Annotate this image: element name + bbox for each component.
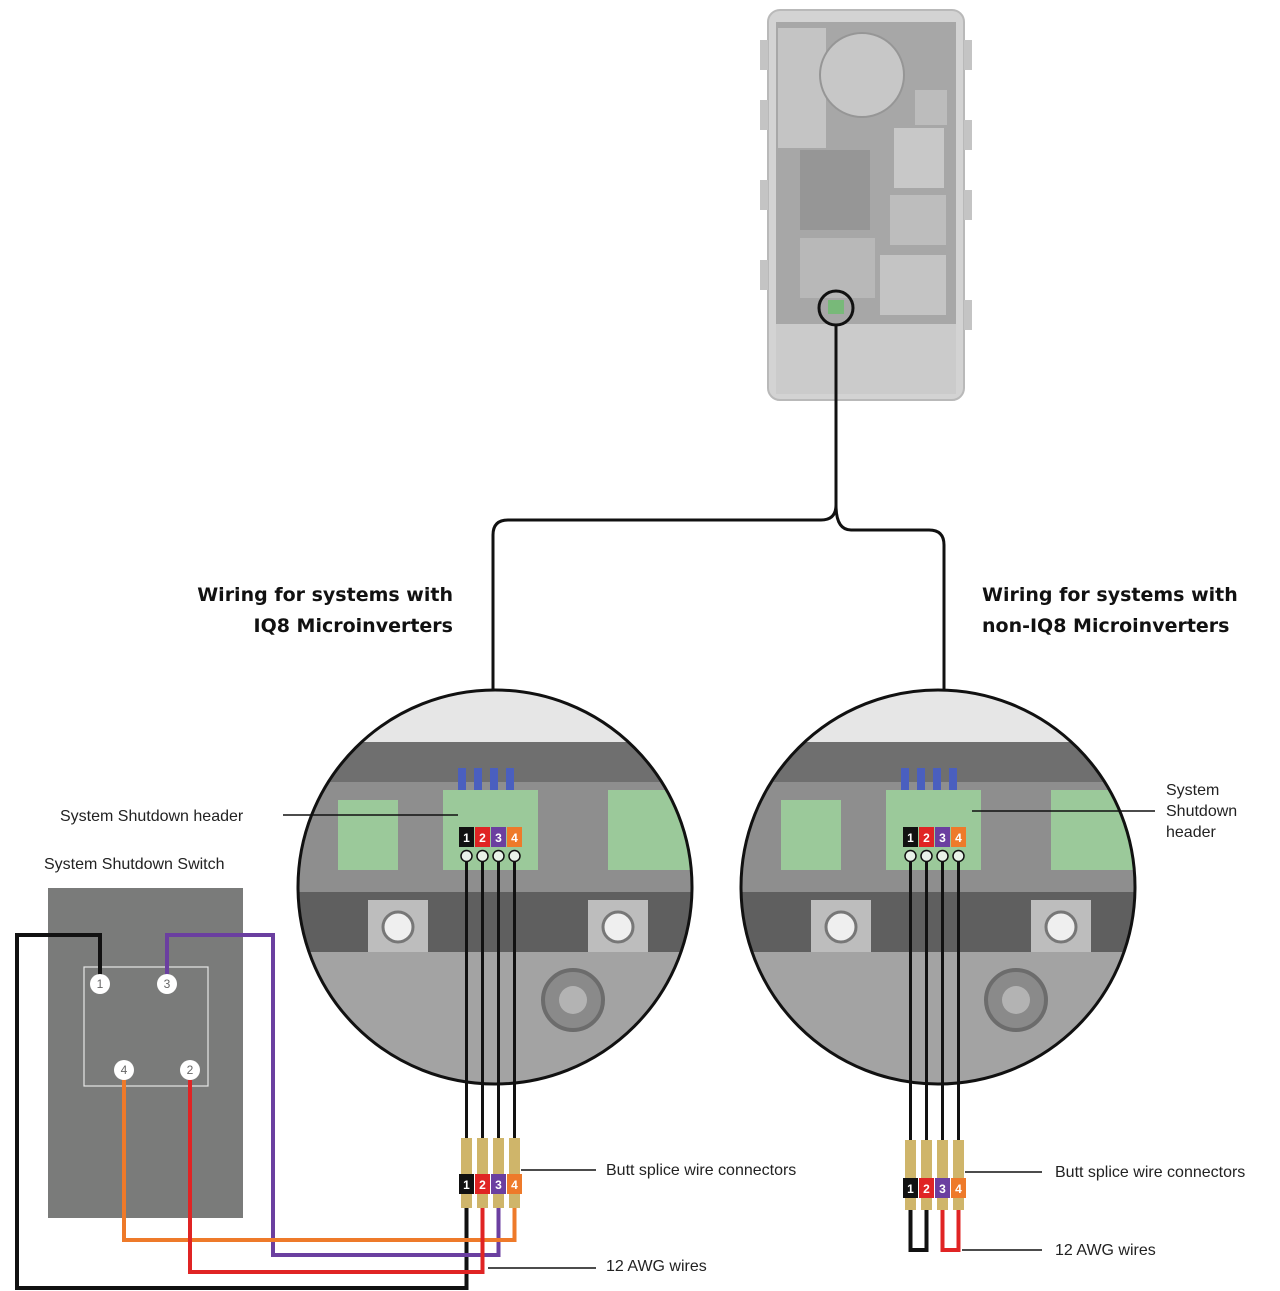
terminal-3-label: 3 bbox=[939, 831, 946, 845]
splice-tag-4 bbox=[507, 1174, 522, 1194]
butt-splice-label-left: Butt splice wire connectors bbox=[606, 1162, 796, 1179]
butt-splice bbox=[461, 1138, 472, 1208]
switch-terminal-4 bbox=[114, 1060, 134, 1080]
switch-terminal-3-label: 3 bbox=[164, 977, 171, 991]
splice-tag-2 bbox=[475, 1174, 490, 1194]
butt-splice bbox=[921, 1140, 932, 1210]
terminal-2-label: 2 bbox=[923, 831, 930, 845]
shutdown-header-label-left: System Shutdown header bbox=[60, 808, 244, 825]
splice-tag-3 bbox=[935, 1178, 950, 1198]
terminal-2-tag bbox=[919, 827, 934, 847]
butt-splice bbox=[905, 1140, 916, 1210]
terminal-1-tag bbox=[459, 827, 474, 847]
splice-label-1: 1 bbox=[463, 1178, 470, 1192]
wire-3-purple bbox=[165, 933, 501, 1257]
butt-splice bbox=[937, 1140, 948, 1210]
terminal-2-tag bbox=[475, 827, 490, 847]
terminal-2-label: 2 bbox=[479, 831, 486, 845]
switch-terminal-1-label: 1 bbox=[97, 977, 104, 991]
terminal-4-label: 4 bbox=[511, 831, 518, 845]
splice-tag-4 bbox=[951, 1178, 966, 1198]
splice-label-1: 1 bbox=[907, 1182, 914, 1196]
left-header-wires bbox=[465, 862, 516, 1140]
jumper-3-4-wire bbox=[940, 1210, 961, 1252]
switch-terminal-4-label: 4 bbox=[121, 1063, 128, 1077]
terminal-1-label: 1 bbox=[463, 831, 470, 845]
splice-tag-1 bbox=[459, 1174, 474, 1194]
wire-2-red bbox=[188, 1070, 485, 1274]
right-heading-line2: non-IQ8 Microinverters bbox=[982, 615, 1229, 637]
splice-label-4: 4 bbox=[511, 1178, 518, 1192]
left-heading-line1: Wiring for systems with bbox=[197, 584, 453, 606]
left-closeup bbox=[296, 688, 694, 1086]
right-butt-splices: 1 2 3 4 bbox=[903, 1140, 966, 1210]
terminal-4-tag bbox=[951, 827, 966, 847]
butt-splice bbox=[509, 1138, 520, 1208]
switch-body bbox=[48, 888, 243, 1218]
butt-splice bbox=[493, 1138, 504, 1208]
switch-terminal-2 bbox=[180, 1060, 200, 1080]
switch-terminal-3 bbox=[157, 974, 177, 994]
shutdown-header-label-right-1: System bbox=[1166, 782, 1219, 799]
terminal-1-tag bbox=[903, 827, 918, 847]
combiner-panel bbox=[760, 9, 972, 401]
terminal-3-tag bbox=[491, 827, 506, 847]
shutdown-header-label-right-3: header bbox=[1166, 824, 1216, 841]
splice-label-4: 4 bbox=[955, 1182, 962, 1196]
awg-label-right: 12 AWG wires bbox=[1055, 1242, 1156, 1259]
terminal-3-tag bbox=[935, 827, 950, 847]
right-closeup bbox=[739, 688, 1137, 1086]
switch-terminals: 1 3 4 2 bbox=[90, 974, 200, 1080]
butt-splice-label-right: Butt splice wire connectors bbox=[1055, 1164, 1245, 1181]
butt-splice bbox=[477, 1138, 488, 1208]
left-butt-splices: 1 2 3 4 bbox=[459, 1138, 522, 1208]
shutdown-header-label-right-2: Shutdown bbox=[1166, 803, 1237, 820]
splice-label-3: 3 bbox=[939, 1182, 946, 1196]
jumper-1-2-wire bbox=[908, 1210, 929, 1252]
wire-4-orange bbox=[122, 1070, 517, 1242]
butt-splice bbox=[953, 1140, 964, 1210]
right-header-wires bbox=[909, 862, 960, 1140]
splice-tag-1 bbox=[903, 1178, 918, 1198]
left-header-terminals: 1 2 3 4 bbox=[459, 827, 522, 863]
terminal-4-tag bbox=[507, 827, 522, 847]
switch-plate bbox=[83, 966, 209, 1087]
terminal-4-label: 4 bbox=[955, 831, 962, 845]
right-header-terminals: 1 2 3 4 bbox=[903, 827, 966, 863]
shutdown-switch-label: System Shutdown Switch bbox=[44, 856, 225, 873]
terminal-1-label: 1 bbox=[907, 831, 914, 845]
cable-to-right-closeup bbox=[834, 504, 946, 690]
splice-label-3: 3 bbox=[495, 1178, 502, 1192]
switch-terminal-1 bbox=[90, 974, 110, 994]
splice-label-2: 2 bbox=[923, 1182, 930, 1196]
splice-tag-2 bbox=[919, 1178, 934, 1198]
terminal-3-label: 3 bbox=[495, 831, 502, 845]
right-heading-line1: Wiring for systems with bbox=[982, 584, 1238, 606]
splice-label-2: 2 bbox=[479, 1178, 486, 1192]
switch-terminal-2-label: 2 bbox=[187, 1063, 194, 1077]
shutdown-switch bbox=[48, 888, 243, 1218]
awg-label-left: 12 AWG wires bbox=[606, 1258, 707, 1275]
left-heading-line2: IQ8 Microinverters bbox=[254, 615, 454, 637]
wire-1-black bbox=[15, 933, 469, 1290]
splice-tag-3 bbox=[491, 1174, 506, 1194]
